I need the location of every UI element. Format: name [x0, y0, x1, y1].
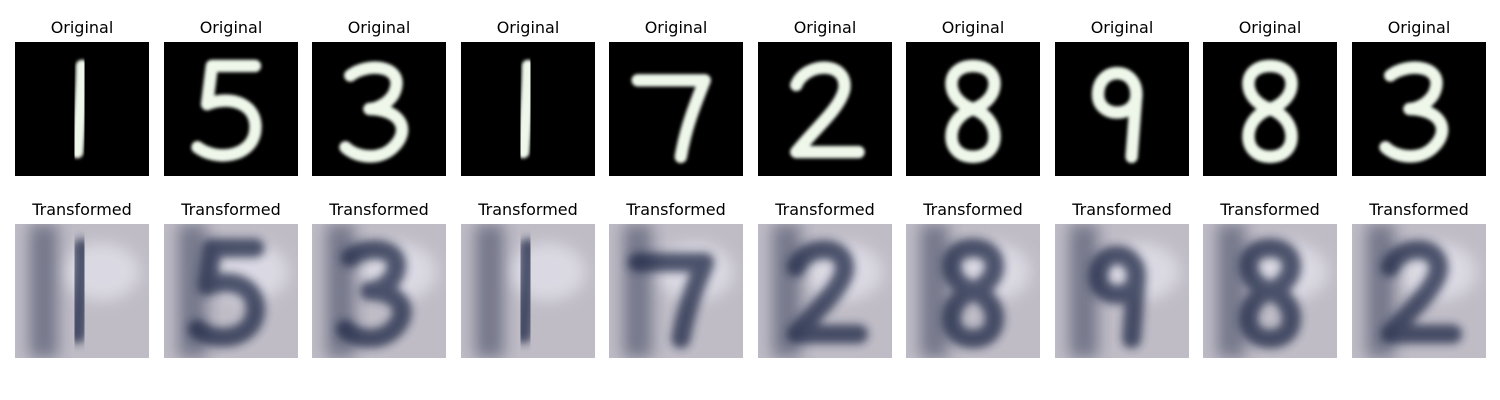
transformed-title: Transformed: [626, 200, 726, 219]
transformed-digit-8: [1203, 224, 1337, 358]
transformed-title: Transformed: [32, 200, 132, 219]
original-title: Original: [496, 18, 560, 37]
original-digit-1: [461, 42, 595, 176]
original-digit-image: [312, 42, 446, 176]
transformed-digit-image: [609, 224, 743, 358]
original-title: Original: [1238, 18, 1302, 37]
original-title: Original: [793, 18, 857, 37]
original-digit-image: [758, 42, 892, 176]
original-digit-image: [1055, 42, 1189, 176]
original-digit-2: [758, 42, 892, 176]
transformed-digit-image: [1055, 224, 1189, 358]
original-digit-image: [1203, 42, 1337, 176]
original-digit-image: [461, 42, 595, 176]
original-digit-image: [906, 42, 1040, 176]
original-title: Original: [941, 18, 1005, 37]
original-digit-image: [15, 42, 149, 176]
transformed-title: Transformed: [1072, 200, 1172, 219]
transformed-digit-image: [15, 224, 149, 358]
transformed-digit-image: [1352, 224, 1486, 358]
transformed-digit-image: [164, 224, 298, 358]
original-digit-3: [1352, 42, 1486, 176]
transformed-title: Transformed: [181, 200, 281, 219]
transformed-title: Transformed: [775, 200, 875, 219]
transformed-digit-5: [164, 224, 298, 358]
original-digit-8: [906, 42, 1040, 176]
original-digit-image: [1352, 42, 1486, 176]
transformed-digit-image: [758, 224, 892, 358]
original-title: Original: [1387, 18, 1451, 37]
original-digit-image: [164, 42, 298, 176]
original-digit-image: [609, 42, 743, 176]
original-digit-5: [164, 42, 298, 176]
transformed-title: Transformed: [1220, 200, 1320, 219]
transformed-digit-1: [461, 224, 595, 358]
transformed-digit-image: [1203, 224, 1337, 358]
transformed-digit-8: [906, 224, 1040, 358]
original-title: Original: [50, 18, 114, 37]
original-digit-1: [15, 42, 149, 176]
transformed-digit-9: [1055, 224, 1189, 358]
transformed-digit-image: [312, 224, 446, 358]
original-title: Original: [644, 18, 708, 37]
original-title: Original: [199, 18, 263, 37]
transformed-digit-2: [1352, 224, 1486, 358]
transformed-digit-image: [461, 224, 595, 358]
original-digit-7: [609, 42, 743, 176]
transformed-digit-2: [758, 224, 892, 358]
original-digit-3: [312, 42, 446, 176]
transformed-title: Transformed: [478, 200, 578, 219]
transformed-title: Transformed: [923, 200, 1023, 219]
transformed-title: Transformed: [329, 200, 429, 219]
original-digit-9: [1055, 42, 1189, 176]
original-title: Original: [347, 18, 411, 37]
transformed-title: Transformed: [1369, 200, 1469, 219]
original-digit-8: [1203, 42, 1337, 176]
transformed-digit-3: [312, 224, 446, 358]
original-title: Original: [1090, 18, 1154, 37]
transformed-digit-1: [15, 224, 149, 358]
transformed-digit-image: [906, 224, 1040, 358]
transformed-digit-7: [609, 224, 743, 358]
